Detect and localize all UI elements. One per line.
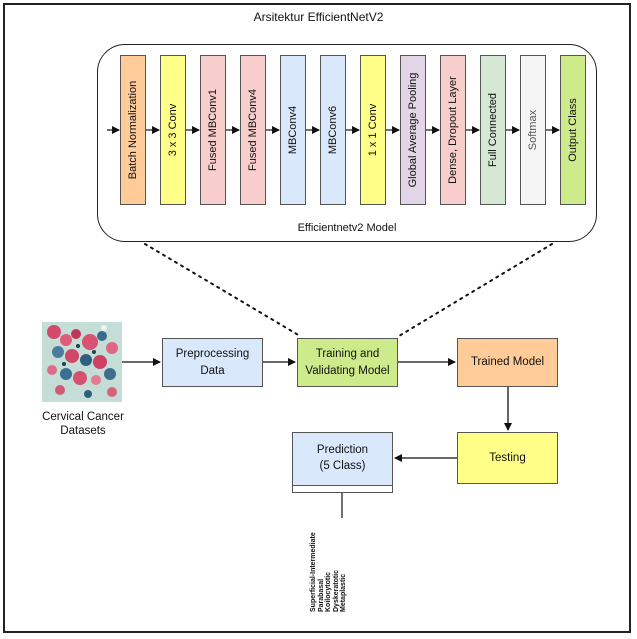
preprocessing-data-box: Preprocessing Data bbox=[162, 338, 263, 387]
preprocessing-line1: Preprocessing bbox=[175, 348, 250, 361]
layer-batch-normalization: Batch Normalization bbox=[120, 55, 146, 205]
cervical-cancer-dataset-image bbox=[42, 322, 122, 402]
dataset-label: Cervical Cancer Datasets bbox=[28, 410, 138, 439]
layer-3x3-conv: 3 x 3 Conv bbox=[160, 55, 186, 205]
layer-dense-dropout: Dense, Dropout Layer bbox=[440, 55, 466, 205]
testing-label: Testing bbox=[489, 451, 526, 464]
layer-fused-mbconv4: Fused MBConv4 bbox=[240, 55, 266, 205]
layer-softmax: Softmax bbox=[520, 55, 546, 205]
training-line1: Training and bbox=[315, 348, 380, 361]
dataset-label-line1: Cervical Cancer bbox=[42, 411, 124, 423]
layer-mbconv6: MBConv6 bbox=[320, 55, 346, 205]
efficientnetv2-model-container bbox=[97, 44, 597, 242]
zoom-line-left bbox=[144, 243, 301, 337]
prediction-header: Prediction (5 Class) bbox=[293, 433, 392, 486]
layer-full-connected: Full Connected bbox=[480, 55, 506, 205]
layer-fused-mbconv1: Fused MBConv1 bbox=[200, 55, 226, 205]
trained-model-box: Trained Model bbox=[457, 338, 558, 387]
trained-model-label: Trained Model bbox=[470, 356, 545, 369]
diagram-frame bbox=[3, 3, 631, 633]
layer-output-class: Output Class bbox=[560, 55, 586, 205]
diagram-title: Arsitektur EfficientNetV2 bbox=[253, 10, 384, 24]
layer-1x1-conv: 1 x 1 Conv bbox=[360, 55, 386, 205]
prediction-line2: (5 Class) bbox=[319, 460, 366, 472]
layer-global-average-pooling: Global Average Pooling bbox=[400, 55, 426, 205]
training-validating-box: Training and Validating Model bbox=[297, 338, 398, 387]
zoom-line-right bbox=[398, 243, 553, 337]
training-line2: Validating Model bbox=[305, 364, 390, 377]
preprocessing-line2: Data bbox=[200, 364, 225, 377]
testing-box: Testing bbox=[457, 432, 558, 484]
layer-mbconv4: MBConv4 bbox=[280, 55, 306, 205]
dataset-label-line2: Datasets bbox=[60, 425, 106, 438]
model-caption: Efficientnetv2 Model bbox=[297, 222, 397, 234]
prediction-line1: Prediction bbox=[316, 444, 369, 457]
prediction-box: Prediction (5 Class) bbox=[292, 432, 393, 493]
